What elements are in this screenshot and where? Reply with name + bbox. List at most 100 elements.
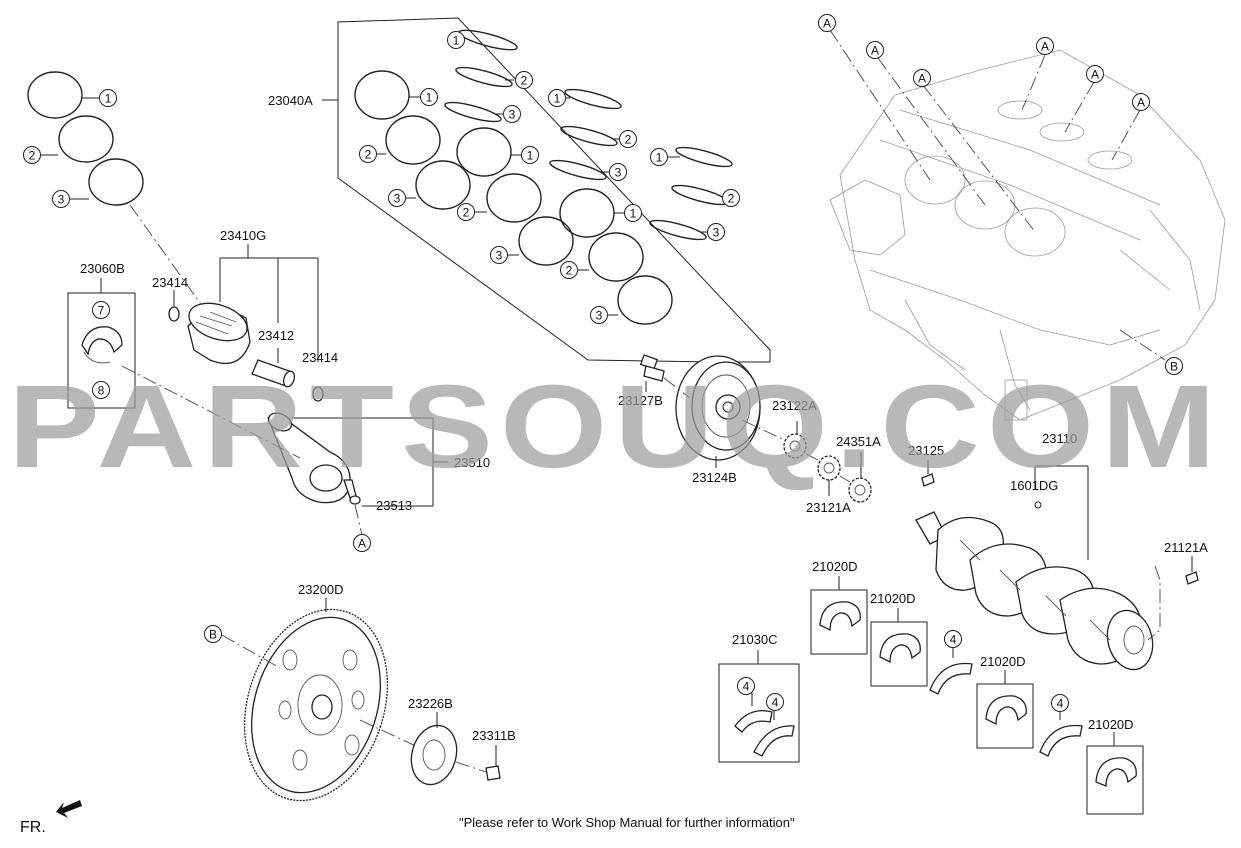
part-label: 23127B — [618, 393, 663, 408]
part-label: 23124B — [692, 470, 737, 485]
callout-number: 2 — [463, 206, 470, 220]
callout-number: 1 — [453, 34, 460, 48]
part-label: 21030C — [732, 632, 778, 647]
callout-number: 1 — [527, 149, 534, 163]
callout-A: A — [1036, 37, 1054, 55]
callout-number: A — [1137, 96, 1145, 110]
part-label: 23060B — [80, 261, 125, 276]
callout-circle — [92, 301, 110, 319]
callout-A: A — [913, 69, 931, 87]
callout-seven: 7 — [92, 301, 110, 319]
callout-circle — [99, 89, 117, 107]
callout-number: 1 — [656, 151, 663, 165]
callout-number: 7 — [98, 304, 105, 318]
front-label: FR. — [20, 819, 46, 836]
callout-circle — [737, 677, 755, 695]
callout-one: 1 — [548, 89, 566, 107]
callout-number: A — [871, 44, 879, 58]
crankshaft — [915, 465, 1199, 671]
callout-A: A — [818, 14, 836, 32]
callout-four: 4 — [766, 693, 784, 711]
callout-circle — [490, 246, 508, 264]
callout-number: 2 — [365, 148, 372, 162]
callout-circle — [447, 31, 465, 49]
callout-three: 3 — [503, 105, 521, 123]
callout-circle — [515, 71, 533, 89]
watermark: PARTSOUQ.COM — [8, 361, 1223, 493]
callout-circle — [503, 105, 521, 123]
callout-three: 3 — [707, 223, 725, 241]
callout-three: 3 — [590, 306, 608, 324]
drive-plate — [221, 598, 501, 802]
callout-number: A — [918, 72, 926, 86]
callout-one: 1 — [99, 89, 117, 107]
callout-circle — [944, 630, 962, 648]
callout-four: 4 — [944, 630, 962, 648]
callout-circle — [590, 306, 608, 324]
part-label: 23513 — [376, 498, 412, 513]
callout-number: 3 — [394, 192, 401, 206]
callout-circle — [722, 189, 740, 207]
callout-two: 2 — [23, 146, 41, 164]
callout-number: B — [209, 628, 217, 642]
callout-circle — [609, 163, 627, 181]
callout-one: 1 — [624, 204, 642, 222]
callout-circle — [457, 203, 475, 221]
callout-circle — [1086, 65, 1104, 83]
block-reference-leaders — [829, 29, 1166, 361]
part-label: 1601DG — [1010, 478, 1058, 493]
callout-circle — [818, 14, 836, 32]
callout-circle — [359, 145, 377, 163]
callout-two: 2 — [619, 130, 637, 148]
callout-one: 1 — [420, 88, 438, 106]
callout-circle — [1132, 93, 1150, 111]
callout-three: 3 — [609, 163, 627, 181]
engine-block — [829, 49, 1226, 421]
callout-two: 2 — [515, 71, 533, 89]
part-label: 23125 — [908, 443, 944, 458]
part-label: 24351A — [836, 434, 881, 449]
piston-rings-left — [27, 71, 206, 311]
part-labels: 23040A 23410G 23060B 23414 23412 23414 2… — [80, 93, 1208, 743]
callout-circle — [23, 146, 41, 164]
part-label: 21020D — [1088, 717, 1134, 732]
callout-circle — [650, 148, 668, 166]
callout-four: 4 — [1051, 694, 1069, 712]
callout-number: 3 — [596, 309, 603, 323]
part-label: 23510 — [454, 455, 490, 470]
callout-number: 2 — [625, 133, 632, 147]
callout-circle — [548, 89, 566, 107]
callout-number: 2 — [566, 264, 573, 278]
thrust-washers — [718, 647, 1083, 763]
callout-number: 4 — [772, 696, 779, 710]
callout-eight: 8 — [92, 381, 110, 399]
callout-circle — [52, 190, 70, 208]
callout-one: 1 — [447, 31, 465, 49]
main-bearings — [810, 576, 1144, 815]
part-label: 23311B — [472, 728, 516, 743]
callout-circle — [388, 189, 406, 207]
callout-number: 1 — [426, 91, 433, 105]
part-label: 23122A — [772, 398, 817, 413]
part-label: 23040A — [268, 93, 313, 108]
damper-pulley — [639, 354, 796, 468]
callout-circle — [1165, 357, 1183, 375]
part-label: 23414 — [302, 350, 338, 365]
callout-circle — [92, 381, 110, 399]
callout-number: 3 — [496, 249, 503, 263]
callout-circle — [1051, 694, 1069, 712]
callout-number: 4 — [1057, 697, 1064, 711]
callout-circle — [619, 130, 637, 148]
callout-number: 3 — [615, 166, 622, 180]
part-label: 23410G — [220, 228, 266, 243]
callout-three: 3 — [52, 190, 70, 208]
callout-number: 1 — [554, 92, 561, 106]
callout-one: 1 — [521, 146, 539, 164]
callout-circle — [913, 69, 931, 87]
part-label: 23226B — [408, 696, 453, 711]
callout-number: A — [823, 17, 831, 31]
callout-number: B — [1170, 360, 1178, 374]
callout-circle — [624, 204, 642, 222]
ring-set-23040A — [322, 17, 771, 363]
